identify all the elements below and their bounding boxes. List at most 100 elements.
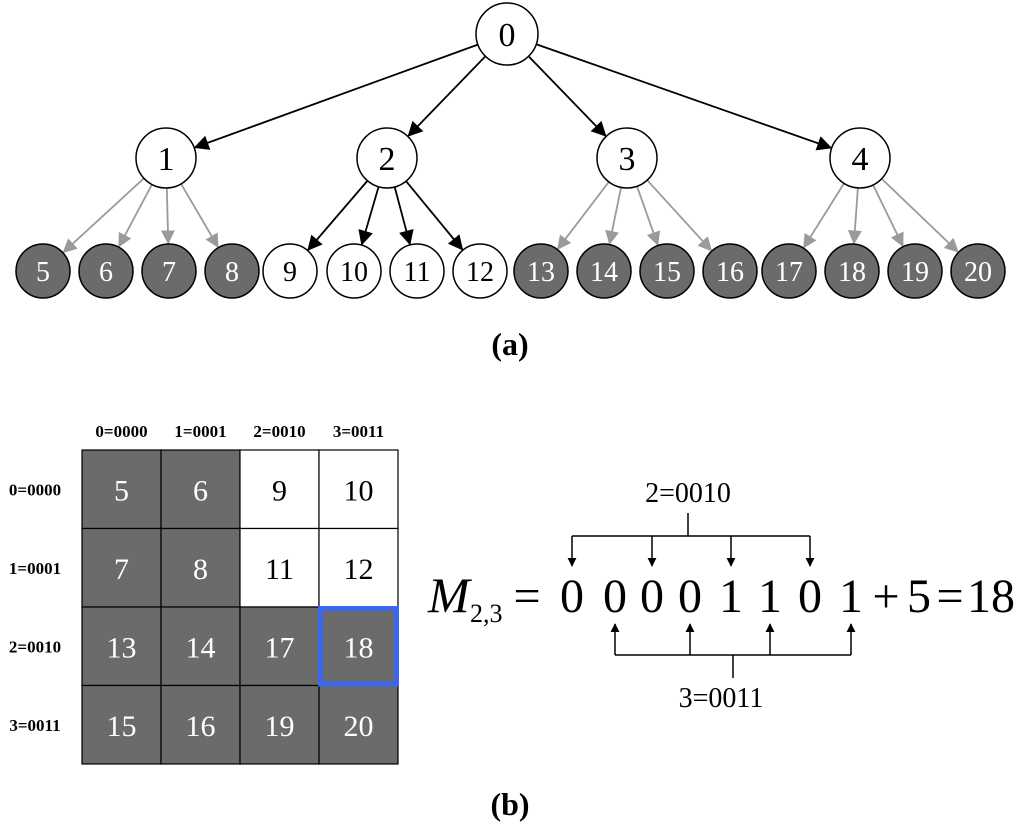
- formula-bit: 1: [719, 570, 743, 623]
- tree-edge: [393, 186, 414, 246]
- leaf-node-label: 5: [36, 257, 50, 288]
- root-node: 0: [475, 2, 539, 66]
- row-header: 1=0001: [9, 559, 61, 578]
- tree-edge: [881, 178, 959, 253]
- matrix-cell-value: 14: [186, 631, 216, 664]
- tree-edge: [646, 179, 713, 252]
- matrix-cell-value: 18: [344, 631, 374, 664]
- leaf-node: 11: [389, 243, 445, 299]
- tree-edge: [118, 184, 153, 248]
- formula-offset: 5: [907, 570, 931, 623]
- formula-symbol: M: [427, 567, 472, 623]
- caption-b: (b): [490, 786, 529, 822]
- matrix-cell: 19: [239, 684, 320, 765]
- matrix-cell-value: 19: [265, 710, 295, 743]
- leaf-node-label: 18: [838, 257, 866, 288]
- matrix-cell: 15: [81, 684, 162, 765]
- leaf-node-label: 8: [225, 257, 239, 288]
- formula-bit: 1: [839, 570, 863, 623]
- leaf-node-label: 19: [901, 257, 929, 288]
- top-bracket: [567, 513, 815, 567]
- matrix-cell-value: 7: [114, 553, 129, 586]
- matrix-cell-value: 10: [344, 474, 374, 507]
- level1-node-label: 3: [619, 141, 636, 178]
- leaf-node: 5: [15, 243, 71, 299]
- row-header: 2=0010: [9, 637, 61, 656]
- matrix-cell-value: 5: [114, 474, 129, 507]
- tree-edge: [307, 180, 369, 251]
- tree-edges: [62, 43, 959, 254]
- column-header: 0=0000: [95, 422, 147, 441]
- leaf-node: 14: [576, 243, 632, 299]
- tree-edge: [535, 43, 833, 151]
- matrix-row-headers: 0=0000 1=0001 2=0010 3=0011: [9, 480, 61, 735]
- matrix-cell: 6: [160, 449, 241, 530]
- formula-bit: 0: [560, 570, 584, 623]
- root-node-label: 0: [499, 17, 516, 54]
- leaf-node: 13: [513, 243, 569, 299]
- row-header: 0=0000: [9, 480, 61, 499]
- matrix-cell-value: 11: [265, 553, 294, 586]
- level1-node-1: 1: [135, 127, 197, 189]
- leaf-node: 10: [326, 243, 382, 299]
- formula-equals: =: [513, 570, 540, 623]
- matrix-cell-value: 9: [272, 474, 287, 507]
- tree-edge: [527, 55, 607, 137]
- leaf-node: 8: [204, 243, 260, 299]
- tree-edge: [193, 43, 479, 150]
- caption-a: (a): [491, 326, 528, 362]
- tree-edge: [407, 55, 487, 137]
- matrix-cell-value: 6: [193, 474, 208, 507]
- matrix-cell: 18: [318, 606, 399, 687]
- leaf-node-label: 15: [653, 257, 681, 288]
- leaf-node-label: 14: [590, 257, 618, 288]
- leaf-node: 12: [452, 243, 508, 299]
- matrix-cell: 13: [81, 606, 162, 687]
- tree-edge: [872, 184, 904, 248]
- leaf-node: 7: [141, 243, 197, 299]
- leaf-node-label: 20: [964, 257, 992, 288]
- top-bracket-label: 2=0010: [645, 478, 731, 509]
- matrix-cell: 12: [318, 527, 399, 608]
- row-header: 3=0011: [9, 716, 60, 735]
- matrix-cell: 11: [239, 527, 320, 608]
- tree-edge: [557, 181, 610, 250]
- column-header: 1=0001: [174, 422, 226, 441]
- leaf-node-label: 10: [340, 257, 368, 288]
- matrix-cell: 5: [81, 449, 162, 530]
- formula-bit: 0: [640, 570, 664, 623]
- formula-bit: 0: [678, 570, 702, 623]
- tree-edge: [405, 180, 464, 251]
- tree-edge: [636, 185, 661, 246]
- leaf-node: 19: [887, 243, 943, 299]
- tree-edge: [803, 182, 845, 249]
- matrix-cell: 20: [318, 684, 399, 765]
- matrix-cell-value: 12: [344, 553, 374, 586]
- leaf-node-label: 17: [775, 257, 803, 288]
- level1-node-2: 2: [356, 127, 418, 189]
- leaf-node-label: 6: [99, 257, 113, 288]
- highlight-box: [318, 606, 399, 687]
- matrix-cell-value: 15: [107, 710, 137, 743]
- matrix-cell-value: 20: [344, 710, 374, 743]
- leaf-node-label: 13: [527, 257, 555, 288]
- formula-subscript: 2,3: [470, 599, 503, 628]
- tree-edge: [160, 187, 175, 245]
- level1-node-label: 4: [852, 141, 869, 178]
- leaf-node: 15: [639, 243, 695, 299]
- bottom-bracket: [610, 623, 856, 678]
- tree-edge: [62, 177, 145, 254]
- matrix-cell: 9: [239, 449, 320, 530]
- matrix-cell: 7: [81, 527, 162, 608]
- leaf-node: 20: [950, 243, 1006, 299]
- leaf-node: 9: [262, 243, 318, 299]
- matrix-cell-value: 8: [193, 553, 208, 586]
- level1-node-label: 2: [379, 141, 396, 178]
